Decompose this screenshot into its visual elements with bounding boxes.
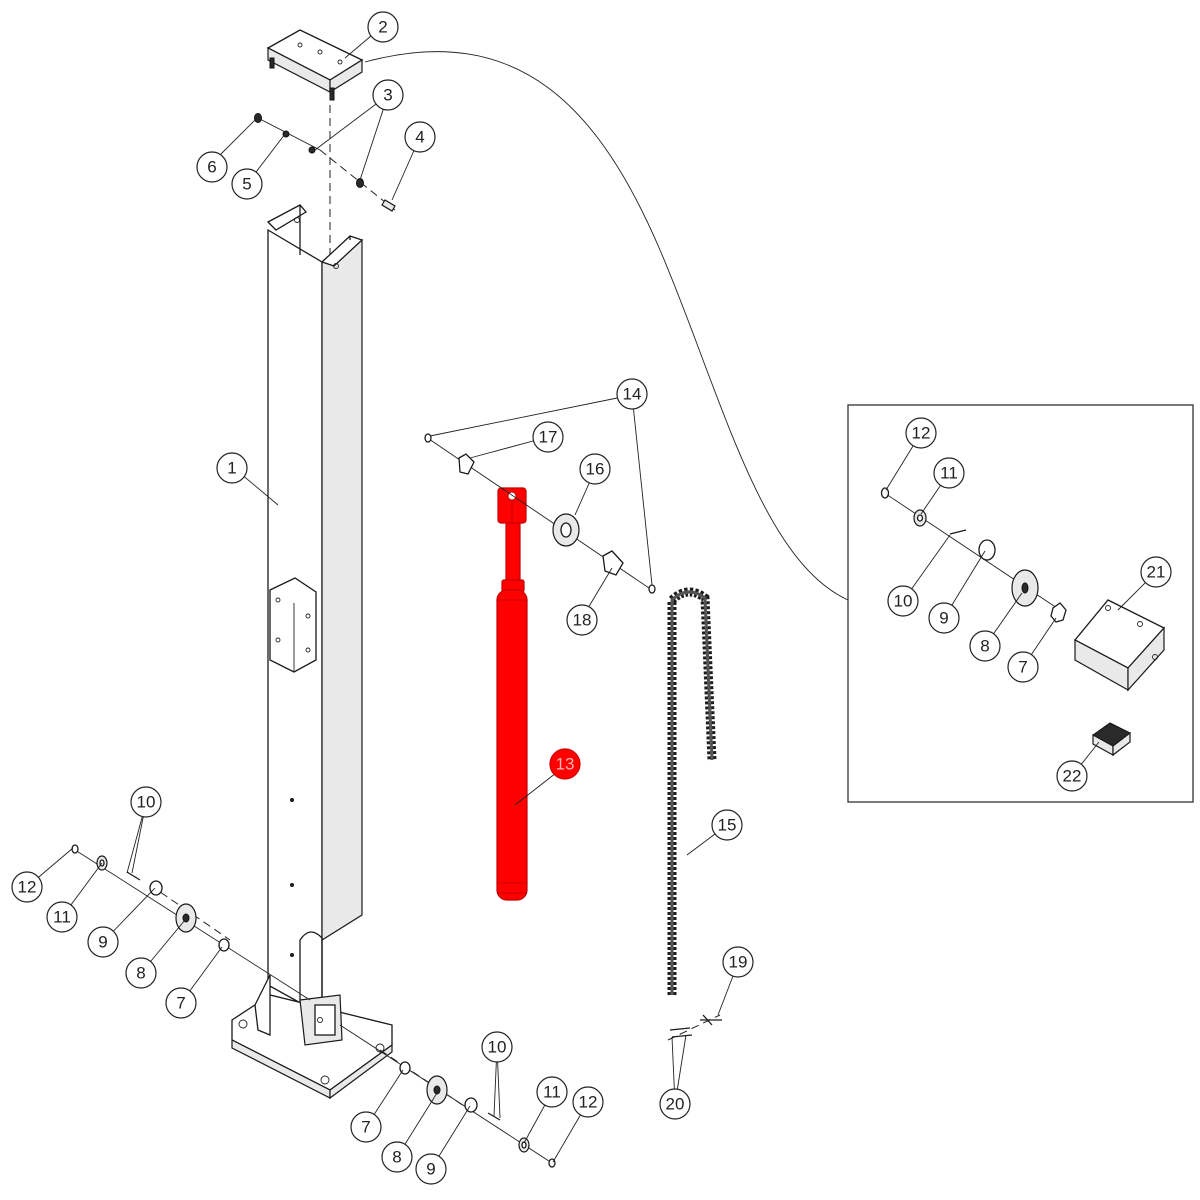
callout-12-left: 12 — [11, 871, 43, 903]
callout-9-left: 9 — [87, 926, 119, 958]
top-cap-plate — [266, 29, 364, 101]
callout-11-left: 11 — [46, 901, 78, 933]
svg-text:10: 10 — [894, 592, 913, 611]
callout-12-bottom: 12 — [572, 1086, 604, 1118]
callout-3: 3 — [372, 79, 404, 111]
svg-text:7: 7 — [1018, 658, 1027, 677]
lower-right-hardware — [339, 1024, 556, 1168]
callout-9-inset: 9 — [928, 602, 960, 634]
callout-7-bottom: 7 — [350, 1111, 382, 1143]
callout-22-inset: 22 — [1056, 760, 1088, 792]
svg-text:19: 19 — [729, 953, 748, 972]
svg-text:9: 9 — [98, 933, 107, 952]
main-column — [266, 204, 364, 1017]
callout-6: 6 — [196, 151, 228, 183]
callout-10-left: 10 — [130, 786, 162, 818]
reference-curve — [364, 51, 849, 601]
callout-1: 1 — [216, 452, 248, 484]
callout-7-left: 7 — [165, 987, 197, 1019]
svg-text:8: 8 — [980, 637, 989, 656]
svg-text:7: 7 — [361, 1118, 370, 1137]
callout-21-inset: 21 — [1140, 556, 1172, 588]
callout-5: 5 — [231, 168, 263, 200]
callout-11-inset: 11 — [933, 457, 965, 489]
callout-8-inset: 8 — [969, 630, 1001, 662]
gas-cylinder-highlighted — [496, 487, 528, 901]
svg-text:11: 11 — [940, 464, 958, 483]
callout-11-bottom: 11 — [536, 1076, 568, 1108]
callout-13-highlighted: 13 — [549, 748, 581, 780]
callout-4: 4 — [404, 121, 436, 153]
callout-20: 20 — [659, 1088, 691, 1120]
detail-inset-box — [847, 404, 1194, 803]
svg-text:13: 13 — [556, 755, 575, 774]
top-hardware — [254, 92, 396, 260]
callout-2: 2 — [367, 11, 399, 43]
callout-9-bottom: 9 — [415, 1153, 447, 1185]
chain-end-brackets — [667, 1014, 722, 1041]
svg-text:17: 17 — [539, 428, 558, 447]
svg-text:22: 22 — [1063, 767, 1082, 786]
callout-19: 19 — [722, 946, 754, 978]
callout-18: 18 — [566, 604, 598, 636]
svg-text:2: 2 — [378, 18, 387, 37]
callout-17: 17 — [532, 421, 564, 453]
svg-text:12: 12 — [579, 1093, 598, 1112]
svg-text:6: 6 — [207, 158, 216, 177]
svg-text:9: 9 — [426, 1160, 435, 1179]
callout-7-inset: 7 — [1007, 651, 1039, 683]
callout-8-bottom: 8 — [381, 1141, 413, 1173]
svg-text:7: 7 — [176, 994, 185, 1013]
svg-text:15: 15 — [718, 816, 737, 835]
callout-8-left: 8 — [125, 957, 157, 989]
callout-14: 14 — [616, 378, 648, 410]
svg-text:5: 5 — [242, 175, 251, 194]
svg-text:16: 16 — [586, 460, 605, 479]
svg-text:8: 8 — [136, 964, 145, 983]
svg-text:4: 4 — [415, 128, 424, 147]
svg-text:11: 11 — [543, 1083, 561, 1102]
cylinder-top-hardware — [424, 433, 656, 594]
inset-bracket — [1073, 599, 1166, 692]
cable-drag-chain — [667, 587, 717, 995]
svg-text:20: 20 — [666, 1095, 685, 1114]
svg-text:3: 3 — [383, 86, 392, 105]
callout-12-inset: 12 — [905, 417, 937, 449]
base-plate — [231, 974, 393, 1100]
callout-16: 16 — [579, 453, 611, 485]
callout-10-inset: 10 — [887, 585, 919, 617]
svg-text:10: 10 — [488, 1038, 507, 1057]
svg-text:10: 10 — [137, 793, 156, 812]
lower-left-hardware — [71, 844, 311, 1001]
svg-text:8: 8 — [392, 1148, 401, 1167]
inset-hardware — [880, 487, 1067, 623]
svg-text:18: 18 — [573, 611, 592, 630]
leader-lines — [26, 29, 1157, 1170]
svg-text:12: 12 — [18, 878, 37, 897]
svg-text:21: 21 — [1147, 563, 1166, 582]
svg-text:11: 11 — [53, 908, 71, 927]
inset-clip — [1092, 722, 1131, 757]
svg-text:1: 1 — [227, 459, 236, 478]
svg-text:12: 12 — [912, 424, 931, 443]
svg-text:9: 9 — [939, 609, 948, 628]
callout-15: 15 — [711, 809, 743, 841]
svg-text:14: 14 — [623, 385, 642, 404]
callout-10-bottom: 10 — [481, 1031, 513, 1063]
